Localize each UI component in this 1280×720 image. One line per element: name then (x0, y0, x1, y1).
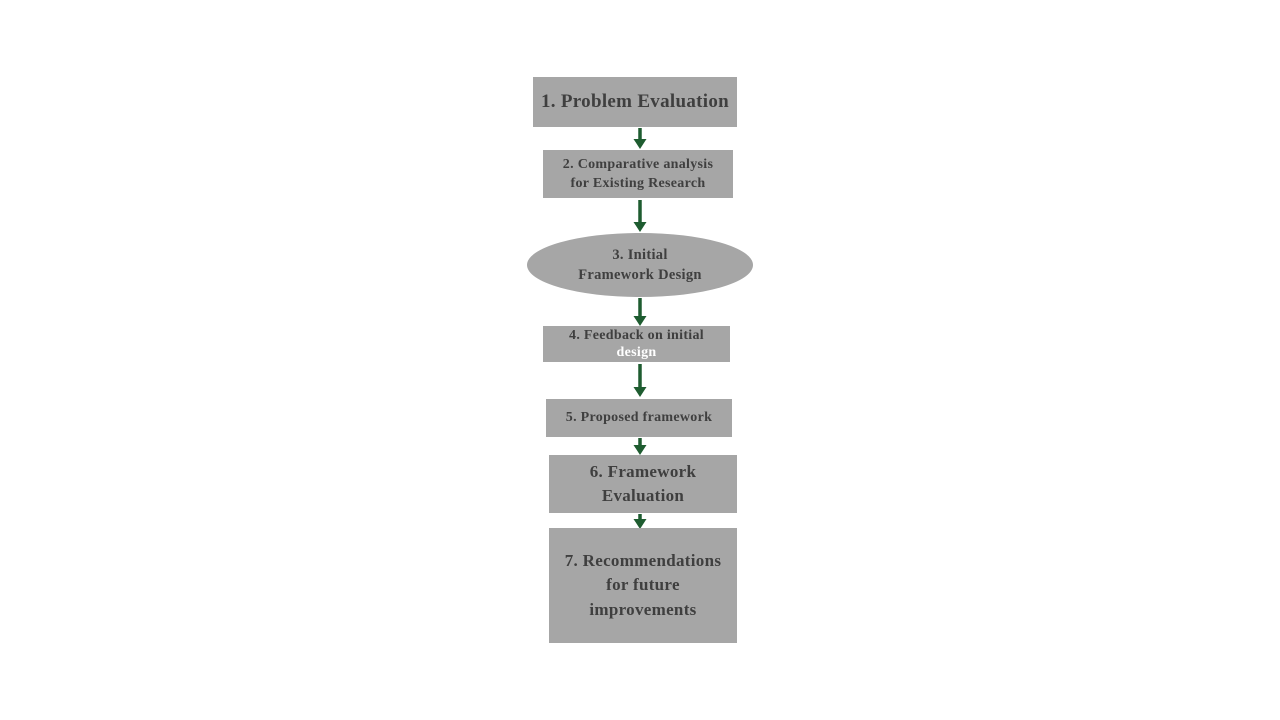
flow-node-label: 4. Feedback on initial (569, 327, 704, 343)
flow-node-feedback-initial-design: 4. Feedback on initial design (543, 326, 730, 362)
flow-node-label: for Existing Research (570, 176, 706, 191)
down-arrow-step4-step5 (633, 364, 647, 397)
flow-node-label-highlighted: design (616, 345, 657, 360)
flow-node-label: improvements (589, 599, 697, 619)
flow-node-problem-evaluation: 1. Problem Evaluation (533, 77, 737, 127)
flow-node-label: 7. Recommendations (564, 550, 722, 570)
down-arrow-step3-step4 (633, 298, 647, 326)
flow-node-label: for future (606, 575, 680, 595)
flow-node-label: Evaluation (601, 486, 685, 505)
flow-node-initial-framework-design: 3. Initial Framework Design (527, 233, 753, 297)
flow-node-recommendations: 7. Recommendations for future improvemen… (549, 528, 737, 643)
flow-node-framework-evaluation: 6. Framework Evaluation (549, 455, 737, 513)
down-arrow-step1-step2 (633, 128, 647, 149)
flow-node-proposed-framework: 5. Proposed framework (546, 399, 732, 437)
down-arrow-step6-step7 (633, 514, 647, 529)
flow-node-label: 6. Framework (589, 462, 697, 481)
flow-node-label: 1. Problem Evaluation (540, 91, 730, 112)
flow-node-label: 3. Initial (612, 247, 668, 263)
flow-node-label: Framework Design (578, 267, 702, 283)
down-arrow-step2-step3 (633, 200, 647, 232)
flow-node-label: 2. Comparative analysis (562, 157, 714, 172)
down-arrow-step5-step6 (633, 438, 647, 455)
flow-node-comparative-analysis: 2. Comparative analysis for Existing Res… (543, 150, 733, 198)
flow-node-label: 5. Proposed framework (565, 410, 713, 425)
